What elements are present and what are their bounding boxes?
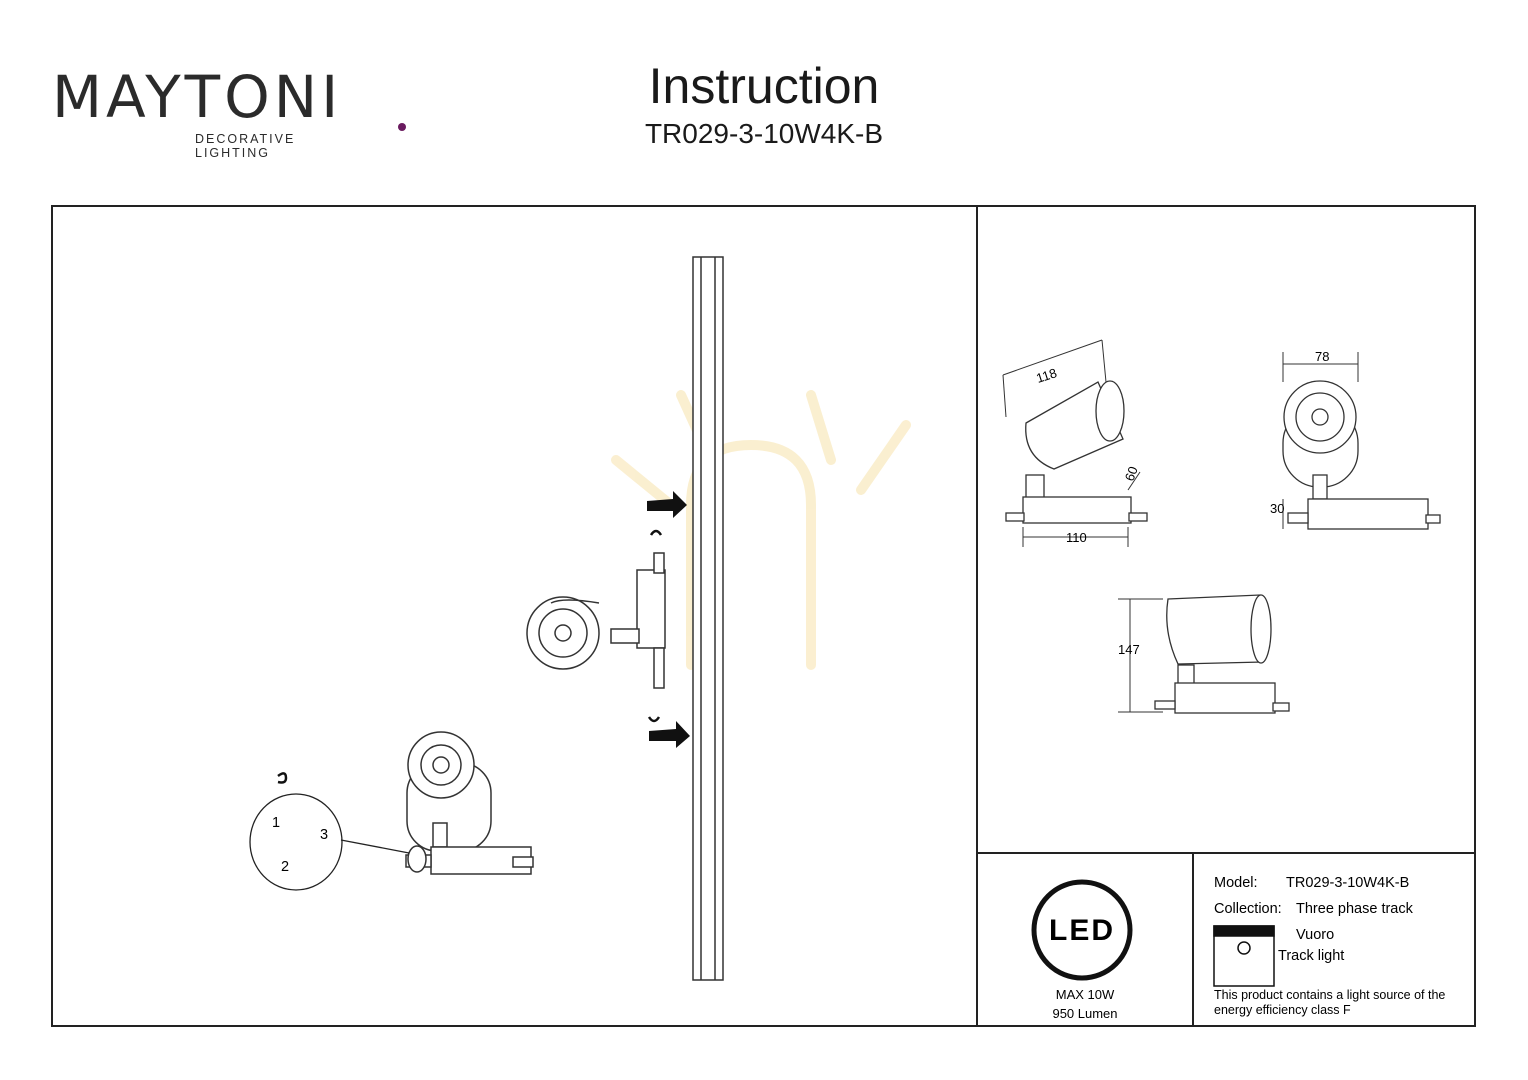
lumen-output: 950 Lumen bbox=[1052, 1006, 1117, 1021]
dimension-118: 118 bbox=[1034, 365, 1058, 386]
panel-divider bbox=[976, 205, 978, 1027]
collection-label: Collection: bbox=[1214, 901, 1282, 917]
track-spot-mounted bbox=[526, 552, 666, 689]
arrow-right-icon bbox=[649, 721, 690, 748]
rotate-icon bbox=[277, 529, 663, 784]
model-value: TR029-3-10W4K-B bbox=[1286, 875, 1409, 891]
model-label: Model: bbox=[1214, 875, 1258, 891]
watermark-ray bbox=[856, 420, 911, 495]
dimension-diagram: 118 110 60 78 30 147 bbox=[1002, 339, 1441, 714]
page-subtitle: TR029-3-10W4K-B bbox=[644, 118, 884, 149]
dimension-60: 60 bbox=[1122, 464, 1141, 483]
led-badge-text: LED bbox=[1049, 914, 1115, 947]
panel-divider bbox=[976, 852, 1476, 854]
watermark-ray bbox=[806, 390, 836, 465]
dimension-147: 147 bbox=[1118, 642, 1140, 657]
brand-tagline: DECORATIVE LIGHTING bbox=[195, 132, 296, 160]
callout-number-1: 1 bbox=[272, 815, 280, 831]
spot-side-view bbox=[1005, 380, 1148, 524]
page-title: Instruction bbox=[648, 58, 880, 114]
instruction-frame bbox=[51, 205, 1476, 1027]
brand-dot bbox=[398, 123, 406, 131]
track-rail bbox=[692, 256, 724, 981]
callout-number-2: 2 bbox=[281, 859, 289, 875]
dimension-30: 30 bbox=[1270, 501, 1284, 516]
dimension-110: 110 bbox=[1066, 530, 1087, 545]
track-light-icon bbox=[1213, 925, 1275, 987]
watermark-ray bbox=[611, 455, 676, 510]
track-spot-loose bbox=[405, 731, 534, 875]
type-value: Track light bbox=[1278, 948, 1344, 964]
dimension-lines bbox=[1282, 352, 1359, 529]
collection-value: Three phase track bbox=[1296, 901, 1414, 917]
max-power: MAX 10W bbox=[1056, 987, 1115, 1002]
panel-divider bbox=[1192, 852, 1194, 1027]
spec-panel: Model: TR029-3-10W4K-B Collection: Three… bbox=[1213, 875, 1445, 1017]
collection-value-2: Vuoro bbox=[1296, 927, 1334, 943]
dimension-lines bbox=[1002, 339, 1141, 547]
energy-class-line-1: This product contains a light source of … bbox=[1214, 988, 1445, 1002]
led-panel: LED MAX 10W 950 Lumen bbox=[1031, 879, 1133, 1021]
brand-name: MAYTONI bbox=[52, 63, 343, 131]
arrow-right-icon bbox=[647, 491, 687, 518]
spot-side-view-horizontal bbox=[1154, 594, 1290, 714]
detail-callout bbox=[249, 793, 410, 891]
dimension-78: 78 bbox=[1315, 349, 1329, 364]
brand-logo: MAYTONI DECORATIVE LIGHTING bbox=[52, 62, 406, 160]
installation-diagram: 1 2 3 bbox=[249, 256, 911, 981]
callout-number-3: 3 bbox=[320, 827, 328, 843]
spot-front-view bbox=[1282, 380, 1441, 530]
energy-class-line-2: energy efficiency class F bbox=[1214, 1003, 1351, 1017]
dimension-lines bbox=[1118, 598, 1163, 713]
led-badge-icon bbox=[1031, 879, 1133, 981]
